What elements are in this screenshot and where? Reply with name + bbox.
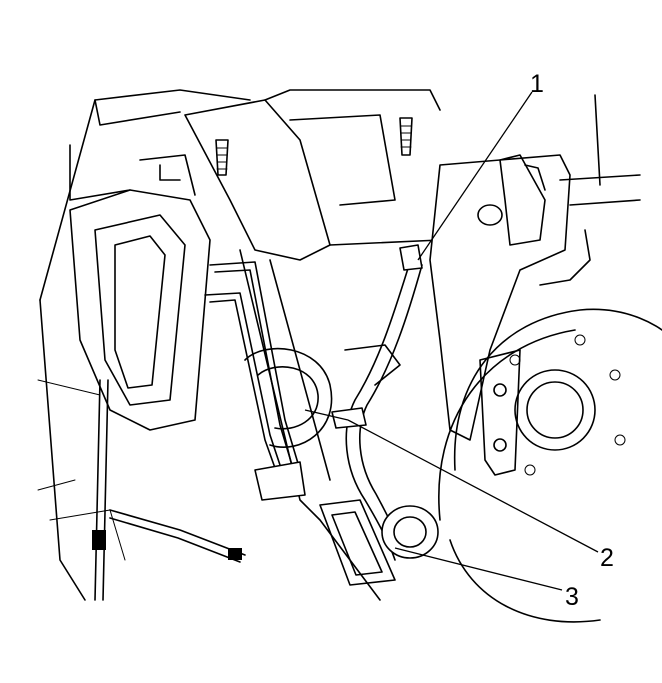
callout-1-label: 1 [530,70,544,98]
left-frame-panel [37,89,251,601]
knuckle-opening [244,347,333,448]
hose-grommet [381,505,439,559]
brake-lines [204,261,306,501]
left-cable [92,379,109,601]
callout-3-label: 3 [565,583,579,611]
mounting-studs [215,117,413,176]
leader-2 [347,419,599,553]
callout-leaders [304,91,599,591]
lower-mount [319,499,396,586]
brake-rotor [438,308,662,623]
caliper-mount-bracket [429,154,571,476]
control-arm-bracket [69,154,211,431]
leader-2b [304,409,349,421]
leader-1 [417,91,533,261]
callout-2-label: 2 [600,544,614,572]
leader-3 [394,547,563,591]
upper-right-panel [539,94,641,286]
lower-cable [109,509,246,563]
